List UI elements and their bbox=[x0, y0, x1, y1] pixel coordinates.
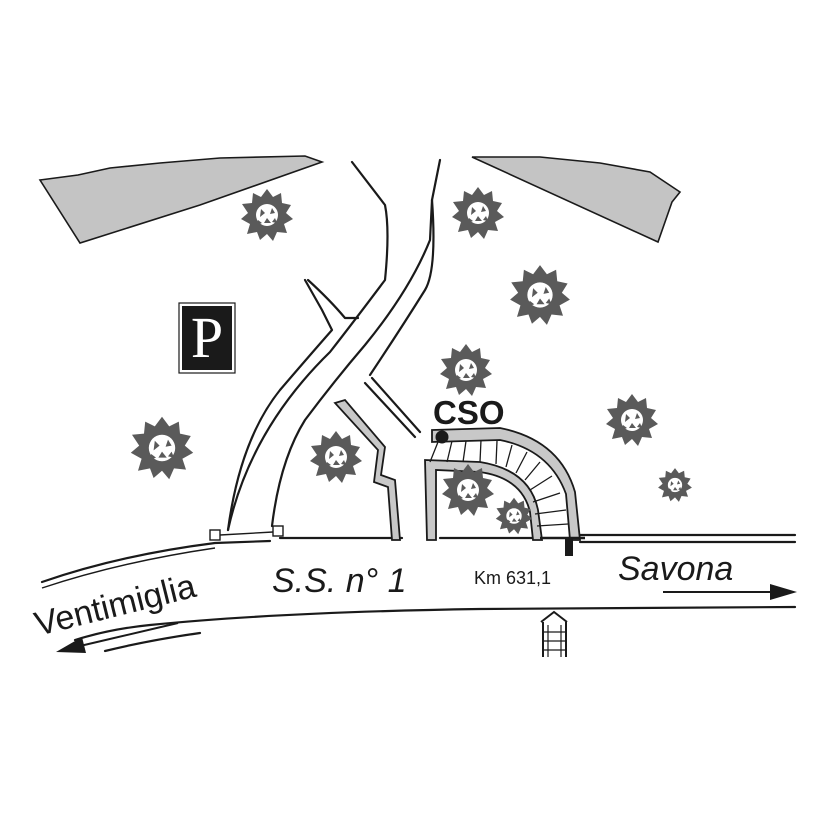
access-roads bbox=[226, 158, 442, 532]
parking-icon: P bbox=[178, 302, 236, 374]
stairs-icon bbox=[540, 610, 568, 657]
km-marker-label: Km 631,1 bbox=[474, 568, 551, 588]
main-road bbox=[40, 525, 797, 653]
parking-label: P bbox=[191, 305, 223, 370]
slope-right bbox=[471, 156, 682, 244]
tree-icon bbox=[310, 431, 362, 483]
tree-icon bbox=[440, 344, 492, 396]
destination-east-label: Savona bbox=[618, 550, 733, 588]
tree-icon bbox=[452, 187, 504, 239]
tree-icon bbox=[658, 468, 692, 502]
slope-left bbox=[38, 155, 325, 244]
site-label: CSO bbox=[433, 394, 505, 431]
cso-marker bbox=[435, 430, 449, 444]
cso-building bbox=[424, 427, 585, 556]
tree-icon bbox=[241, 189, 293, 241]
tree-icon bbox=[510, 265, 570, 325]
road-name-label: S.S. n° 1 bbox=[272, 562, 407, 600]
tree-icon bbox=[130, 416, 194, 480]
arrow-icon-east bbox=[663, 584, 797, 600]
arrow-icon-west bbox=[56, 622, 179, 653]
footpath-left bbox=[333, 398, 401, 541]
destination-west-label: Ventimiglia bbox=[31, 567, 200, 644]
tree-icon bbox=[606, 394, 658, 446]
